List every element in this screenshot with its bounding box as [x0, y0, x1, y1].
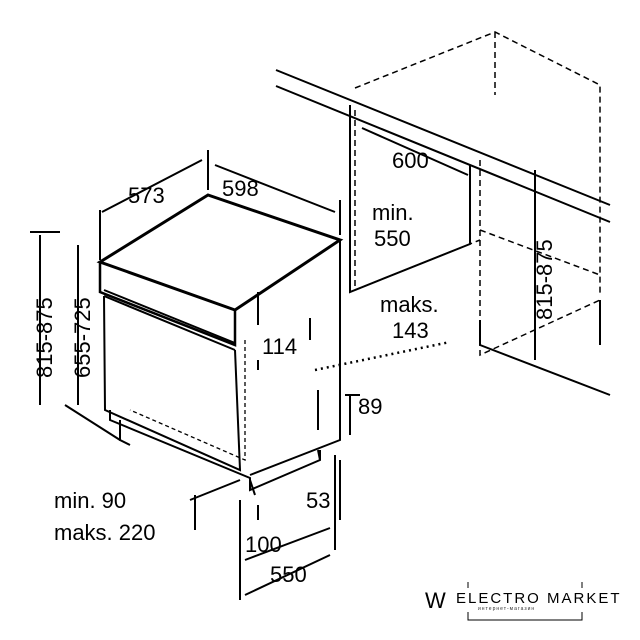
watermark-subtitle: интернет-магазин — [478, 606, 535, 612]
feet — [119, 420, 321, 496]
label-niche-height: 815-875 — [532, 239, 557, 320]
panel-edge — [103, 289, 236, 351]
dim-left-heights — [30, 231, 121, 441]
dim-depth — [99, 150, 209, 260]
appliance-body — [103, 240, 341, 476]
countertop — [275, 69, 611, 223]
plinth — [109, 410, 321, 492]
dim-niche-width — [361, 127, 469, 176]
dim-plinth — [345, 394, 360, 435]
label-width: 598 — [222, 176, 259, 201]
label-plinth-max: maks. 220 — [54, 520, 156, 545]
label-total-height: 815-875 — [32, 297, 57, 378]
label-plinth-min: min. 90 — [54, 488, 126, 513]
niche-outline — [354, 31, 601, 357]
appliance-top — [96, 193, 344, 312]
dim-panel — [257, 292, 319, 430]
watermark-letter: W — [425, 588, 446, 613]
niche-floor — [479, 300, 611, 396]
label-depth: 573 — [128, 183, 165, 208]
label-niche-min: min. — [372, 200, 414, 225]
label-panel-height: 114 — [262, 334, 297, 359]
label-plinth-height: 89 — [358, 394, 382, 419]
label-foot-offset: 53 — [306, 488, 330, 513]
hidden-edges — [129, 340, 246, 461]
dim-bottom — [239, 455, 336, 600]
dim-clearance — [189, 479, 259, 530]
label-bottom-depth: 550 — [270, 562, 307, 587]
watermark: W ELECTRO MARKET интернет-магазин — [425, 588, 622, 613]
watermark-brand: ELECTRO MARKET — [456, 590, 622, 607]
label-body-height: 655-725 — [70, 297, 95, 378]
dim-max-leader — [314, 340, 451, 372]
label-niche-width: 600 — [392, 148, 429, 173]
label-max-value: 143 — [392, 318, 429, 343]
label-door-clearance: 100 — [245, 532, 282, 557]
watermark-frame — [467, 582, 583, 621]
label-niche-depth: 550 — [374, 226, 411, 251]
label-max-word: maks. — [380, 292, 439, 317]
niche-side-wall — [349, 105, 471, 294]
control-panel — [98, 262, 237, 347]
labels: 573 598 600 min. 550 815-875 815-875 655… — [32, 148, 557, 587]
dim-width — [214, 164, 341, 235]
line-art — [30, 31, 611, 621]
